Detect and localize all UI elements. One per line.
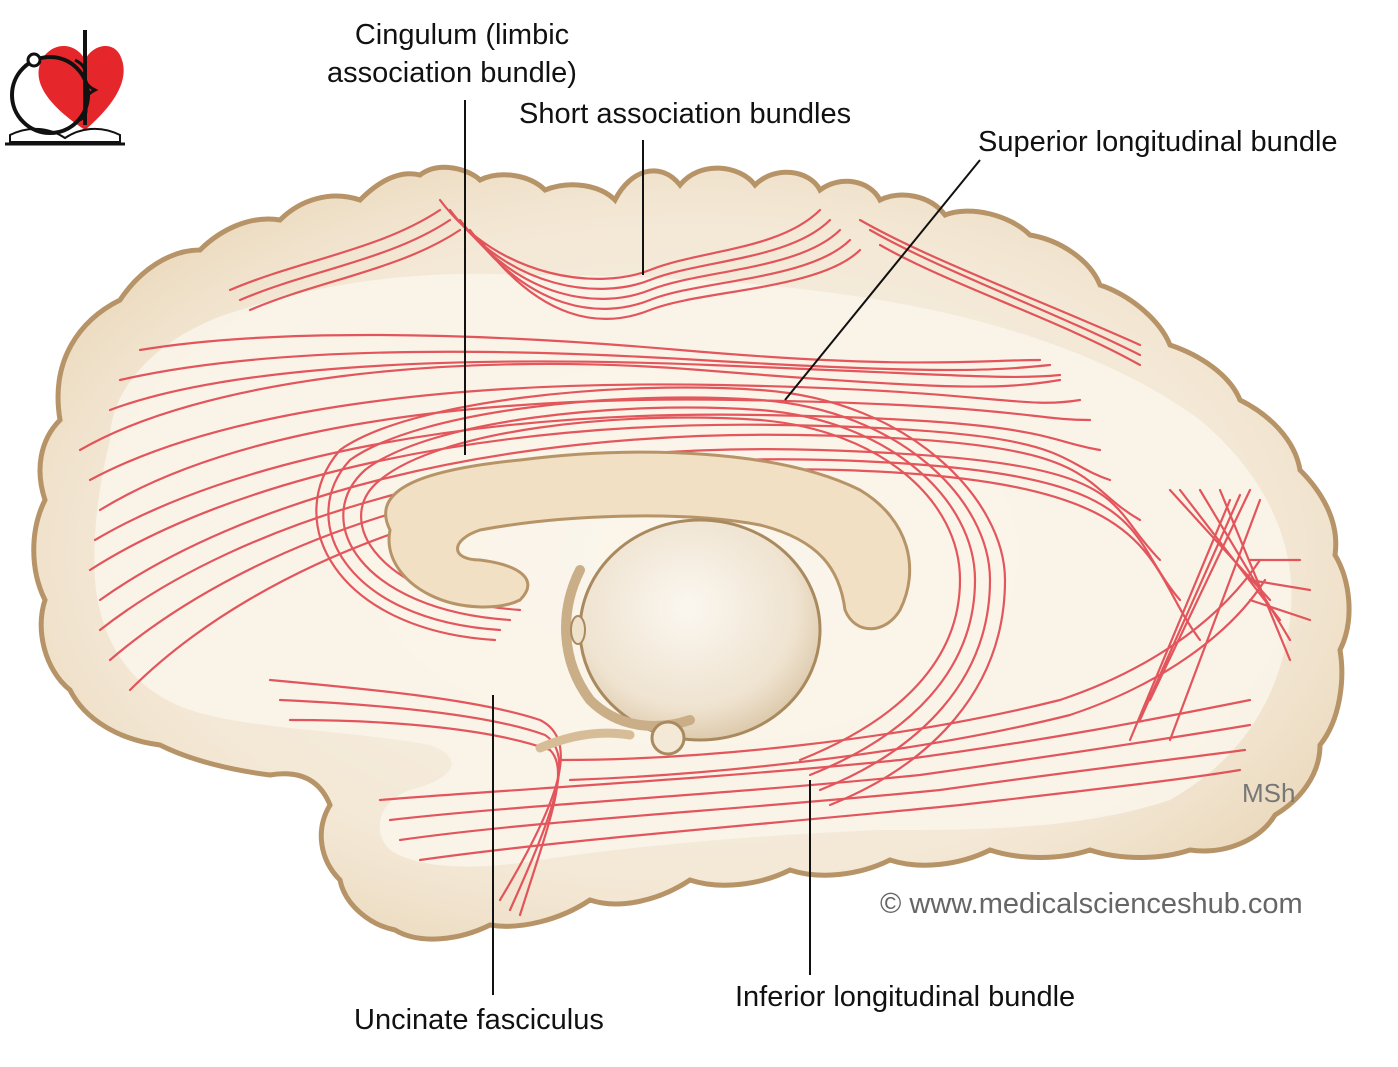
mammillary-body: [650, 720, 686, 756]
corpus-callosum: [384, 450, 912, 631]
thalamus: [578, 518, 822, 742]
anterior-commissure: [570, 615, 586, 645]
label-cingulum-line2: association bundle): [327, 57, 577, 89]
label-short-association-bundles: Short association bundles: [519, 98, 852, 130]
label-inferior-longitudinal-bundle: Inferior longitudinal bundle: [735, 981, 1076, 1013]
artist-initials: MSh: [1242, 778, 1296, 808]
label-superior-longitudinal-bundle: Superior longitudinal bundle: [978, 126, 1338, 158]
copyright-watermark: © www.medicalscienceshub.com: [880, 888, 1303, 920]
label-uncinate-fasciculus: Uncinate fasciculus: [354, 1004, 604, 1036]
leader-lines: [464, 100, 981, 995]
label-cingulum-line1: Cingulum (limbic: [354, 19, 570, 51]
optic-chiasm: [535, 728, 635, 753]
heart-caduceus-book-icon: [5, 30, 125, 146]
fiber-bundles: [78, 198, 1312, 917]
